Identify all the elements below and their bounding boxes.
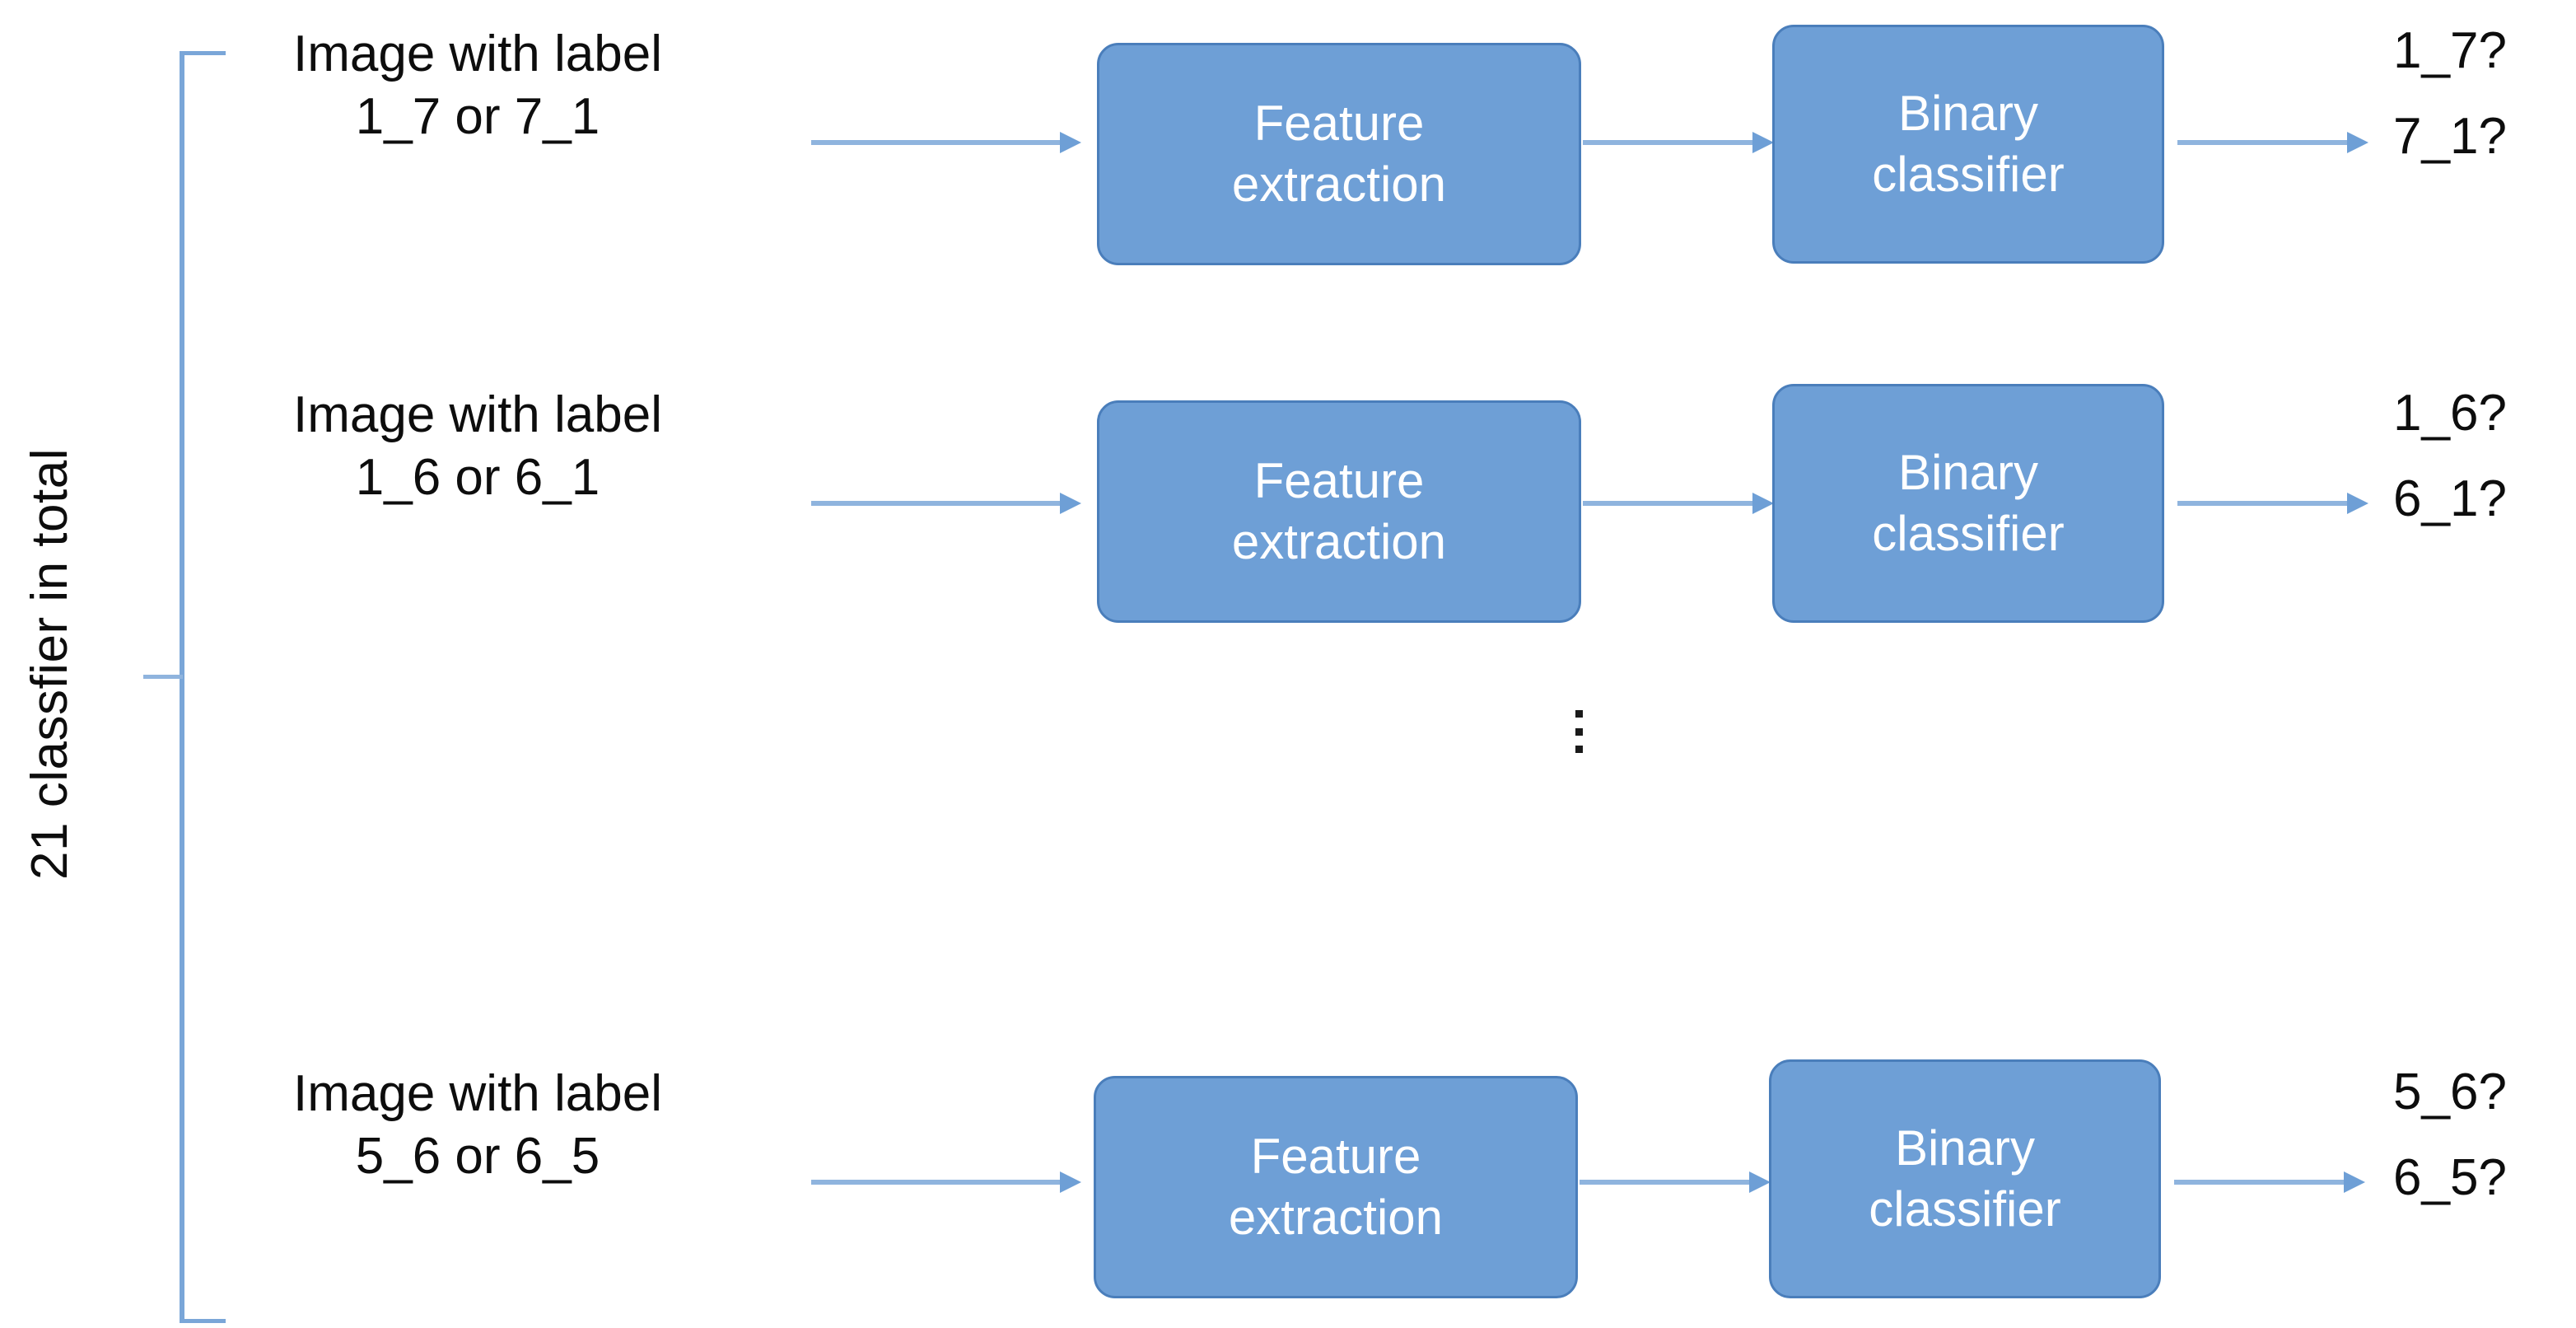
- arrow-head-icon: [1060, 493, 1081, 514]
- arrow-head-icon: [1749, 1171, 1771, 1193]
- arrow-shaft: [2177, 501, 2350, 506]
- ellipsis-dot: [1575, 727, 1583, 736]
- feature-extraction-box-3[interactable]: Feature extraction: [1094, 1076, 1578, 1298]
- feature-extraction-line1: Feature: [1253, 96, 1425, 151]
- arrow-head-icon: [1752, 132, 1774, 153]
- output-label-3-line2: 6_5?: [2393, 1149, 2507, 1206]
- output-label-1-line1: 1_7?: [2393, 22, 2507, 79]
- arrow-shaft: [2177, 140, 2350, 145]
- input-label-2-line1: Image with label: [292, 386, 663, 443]
- output-label-2: 1_6? 6_1?: [2393, 371, 2507, 542]
- arrow-shaft: [811, 1180, 1063, 1185]
- input-label-3-line1: Image with label: [292, 1065, 663, 1122]
- arrow-head-icon: [2347, 132, 2368, 153]
- arrow-head-icon: [1060, 132, 1081, 153]
- arrow-feature-to-classifier-1: [1583, 132, 1774, 153]
- arrow-shaft: [1583, 501, 1756, 506]
- feature-extraction-box-2[interactable]: Feature extraction: [1097, 400, 1581, 623]
- ellipsis-dot: [1575, 746, 1583, 753]
- output-label-2-line2: 6_1?: [2393, 470, 2507, 527]
- bracket-arm-bottom: [180, 1319, 226, 1323]
- arrow-head-icon: [1060, 1171, 1081, 1193]
- input-label-2: Image with label 1_6 or 6_1: [206, 384, 749, 509]
- arrow-input-to-feature-2: [811, 493, 1081, 514]
- ellipsis-dot: [1575, 710, 1583, 718]
- input-label-1-line2: 1_7 or 7_1: [355, 88, 600, 145]
- pipeline-row-3: Image with label 5_6 or 6_5 Feature extr…: [0, 1048, 2576, 1298]
- binary-classifier-box-1[interactable]: Binary classifier: [1772, 25, 2164, 264]
- pipeline-row-1: Image with label 1_7 or 7_1 Feature extr…: [0, 15, 2576, 265]
- binary-classifier-line1: Binary: [1894, 1120, 2036, 1176]
- arrow-feature-to-classifier-2: [1583, 493, 1774, 514]
- input-label-1: Image with label 1_7 or 7_1: [206, 23, 749, 148]
- feature-extraction-line2: extraction: [1231, 157, 1447, 212]
- arrow-head-icon: [2347, 493, 2368, 514]
- arrow-classifier-to-output-2: [2177, 493, 2368, 514]
- output-label-2-line1: 1_6?: [2393, 385, 2507, 442]
- arrow-shaft: [1580, 1180, 1752, 1185]
- bracket-middle-tick: [143, 675, 183, 679]
- binary-classifier-line2: classifier: [1872, 506, 2065, 561]
- output-label-3-line1: 5_6?: [2393, 1064, 2507, 1120]
- arrow-shaft: [811, 140, 1063, 145]
- arrow-input-to-feature-3: [811, 1171, 1081, 1193]
- feature-extraction-box-1[interactable]: Feature extraction: [1097, 43, 1581, 265]
- input-label-2-line2: 1_6 or 6_1: [355, 449, 600, 506]
- arrow-classifier-to-output-1: [2177, 132, 2368, 153]
- feature-extraction-line1: Feature: [1253, 453, 1425, 508]
- binary-classifier-line1: Binary: [1897, 86, 2039, 141]
- feature-extraction-line2: extraction: [1228, 1190, 1444, 1245]
- feature-extraction-line1: Feature: [1250, 1129, 1421, 1184]
- binary-classifier-line2: classifier: [1872, 147, 2065, 202]
- binary-classifier-line1: Binary: [1897, 445, 2039, 500]
- arrow-head-icon: [1752, 493, 1774, 514]
- input-label-1-line1: Image with label: [292, 26, 663, 82]
- arrow-head-icon: [2344, 1171, 2365, 1193]
- arrow-classifier-to-output-3: [2174, 1171, 2365, 1193]
- binary-classifier-box-2[interactable]: Binary classifier: [1772, 384, 2164, 623]
- arrow-shaft: [2174, 1180, 2347, 1185]
- output-label-1-line2: 7_1?: [2393, 108, 2507, 165]
- output-label-1: 1_7? 7_1?: [2393, 8, 2507, 180]
- pipeline-row-2: Image with label 1_6 or 6_1 Feature extr…: [0, 371, 2576, 623]
- arrow-feature-to-classifier-3: [1580, 1171, 1771, 1193]
- feature-extraction-line2: extraction: [1231, 514, 1447, 569]
- arrow-shaft: [811, 501, 1063, 506]
- binary-classifier-line2: classifier: [1869, 1181, 2061, 1237]
- input-label-3: Image with label 5_6 or 6_5: [206, 1063, 749, 1188]
- input-label-3-line2: 5_6 or 6_5: [355, 1128, 600, 1185]
- vertical-ellipsis-icon: [1575, 710, 1583, 753]
- output-label-3: 5_6? 6_5?: [2393, 1050, 2507, 1221]
- binary-classifier-box-3[interactable]: Binary classifier: [1769, 1059, 2161, 1298]
- arrow-shaft: [1583, 140, 1756, 145]
- arrow-input-to-feature-1: [811, 132, 1081, 153]
